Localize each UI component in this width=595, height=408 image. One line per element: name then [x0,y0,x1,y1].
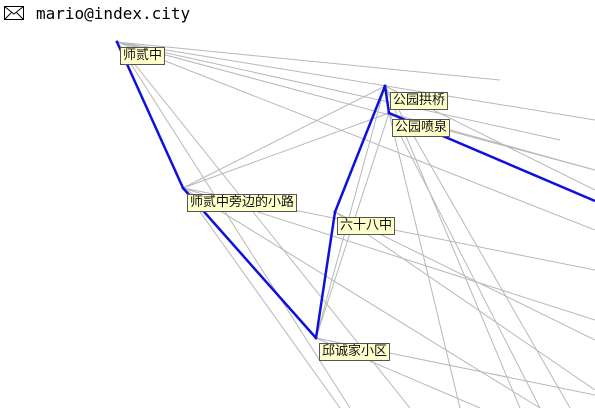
connection-line [334,211,595,391]
route-stop-marker[interactable] [314,336,318,340]
connection-line [116,41,595,121]
connection-line [116,41,595,171]
connection-line [116,41,501,81]
connection-line [182,112,390,189]
route-stop-marker[interactable] [387,111,391,115]
connection-line [388,112,541,408]
route-stop-marker[interactable] [181,186,185,190]
envelope-icon[interactable] [4,6,24,20]
place-label-gongyuan-gongqiao[interactable]: 公园拱桥 [390,92,449,110]
connection-line [182,85,386,189]
route-stop-marker[interactable] [115,40,119,44]
place-label-liushibazhong[interactable]: 六十八中 [337,217,396,235]
place-label-shierzhong[interactable]: 师贰中 [120,47,166,65]
connection-line [116,41,595,231]
connection-line [384,85,521,408]
connection-line [315,85,386,339]
place-label-gongyuan-penquan[interactable]: 公园喷泉 [392,119,451,137]
email-link[interactable]: mario@index.city [36,3,191,23]
connection-line [116,41,351,408]
place-label-shierzhong-xiaolu[interactable]: 师贰中旁边的小路 [187,194,298,212]
header: mario@index.city [4,2,190,24]
place-label-qiuchengjia[interactable]: 邱诚家小区 [319,343,391,361]
route-stop-marker[interactable] [383,84,387,88]
connection-line [384,85,571,408]
connection-line [116,41,561,141]
connection-line [388,112,461,408]
route-stop-marker[interactable] [333,210,337,214]
connection-line [182,187,341,408]
